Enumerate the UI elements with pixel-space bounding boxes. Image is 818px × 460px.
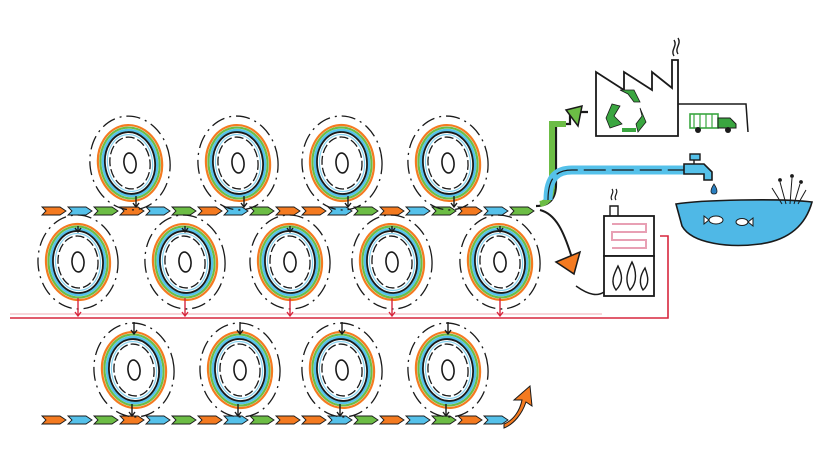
flow-arrow-row-bottom <box>40 384 533 429</box>
flow-arrow <box>430 415 457 425</box>
flow-arrow <box>456 206 483 216</box>
smoke-icon <box>672 37 680 57</box>
cell-units <box>37 115 541 418</box>
cell-middle-1 <box>37 214 119 310</box>
flow-arrow <box>144 206 171 216</box>
recycling-factory <box>595 37 749 137</box>
cell-top-3 <box>301 115 383 211</box>
connector-arrowhead <box>496 227 504 234</box>
heat-boiler <box>575 188 655 297</box>
flow-arrow <box>66 206 93 216</box>
pond <box>674 174 814 247</box>
cell-bottom-1 <box>93 322 175 418</box>
truck-icon <box>689 113 737 133</box>
connector-arrowhead <box>336 411 344 418</box>
connector-arrowhead <box>132 202 140 209</box>
flow-arrow <box>92 206 119 216</box>
flow-arrow <box>456 415 483 425</box>
flow-arrow <box>196 415 223 425</box>
smoke-icon <box>610 188 618 201</box>
flow-arrow <box>40 415 67 425</box>
flow-arrow <box>352 206 379 216</box>
reeds-icon <box>771 174 807 205</box>
flow-arrow <box>92 415 119 425</box>
flow-arrow <box>482 415 509 425</box>
connector-arrowhead <box>236 329 244 336</box>
cell-bottom-4 <box>407 322 489 418</box>
flame-icon <box>612 260 649 292</box>
flow-arrow <box>378 206 405 216</box>
connector-arrowhead <box>74 227 82 234</box>
connector-arrowhead <box>388 311 396 318</box>
fish-icon <box>703 214 754 228</box>
connector-arrowhead <box>130 329 138 336</box>
connector-arrowhead <box>128 411 136 418</box>
connector-arrowhead <box>344 202 352 209</box>
cell-bottom-3 <box>301 322 383 418</box>
flow-arrow <box>118 415 145 425</box>
connector-arrowhead <box>240 202 248 209</box>
flow-arrow <box>248 415 275 425</box>
flow-arrow <box>508 206 535 216</box>
flow-arrow <box>170 415 197 425</box>
flow-arrow <box>66 415 93 425</box>
tap-icon <box>683 153 718 195</box>
cell-bottom-2 <box>199 322 281 418</box>
connector-arrowhead <box>286 311 294 318</box>
flow-arrow <box>378 415 405 425</box>
cell-top-1 <box>89 115 171 211</box>
flow-arrow <box>40 206 67 216</box>
cell-middle-4 <box>351 214 433 310</box>
connector-arrowhead <box>338 329 346 336</box>
cell-middle-3 <box>249 214 331 310</box>
flow-arrow <box>404 415 431 425</box>
connector-arrowhead <box>181 227 189 234</box>
connector-arrowhead <box>234 411 242 418</box>
connector-arrowhead <box>496 311 504 318</box>
output-arrow <box>503 384 533 429</box>
connector-arrowhead <box>388 227 396 234</box>
flow-arrow <box>274 415 301 425</box>
flow-arrow <box>326 415 353 425</box>
flow-arrow <box>482 206 509 216</box>
output-branches <box>535 104 686 276</box>
cell-middle-2 <box>144 214 226 310</box>
heat-line <box>10 235 669 319</box>
flow-arrow <box>300 415 327 425</box>
flow-arrow <box>430 206 457 216</box>
flow-arrow <box>170 206 197 216</box>
recycle-icon <box>605 89 647 133</box>
cell-top-4 <box>407 115 489 211</box>
cell-top-2 <box>197 115 279 211</box>
connector-arrowhead <box>444 329 452 336</box>
flow-arrow <box>352 415 379 425</box>
connector-arrowhead <box>181 311 189 318</box>
flow-arrow <box>404 206 431 216</box>
flow-arrow <box>274 206 301 216</box>
flow-arrow-row-top <box>40 206 535 216</box>
flow-arrow <box>144 415 171 425</box>
connector-arrowhead <box>74 311 82 318</box>
flow-arrow <box>196 206 223 216</box>
connector-arrowhead <box>450 202 458 209</box>
flow-arrow <box>300 206 327 216</box>
flow-arrow <box>222 415 249 425</box>
cell-middle-5 <box>459 214 541 310</box>
flow-arrow <box>248 206 275 216</box>
connector-arrowhead <box>442 411 450 418</box>
connector-arrowhead <box>286 227 294 234</box>
